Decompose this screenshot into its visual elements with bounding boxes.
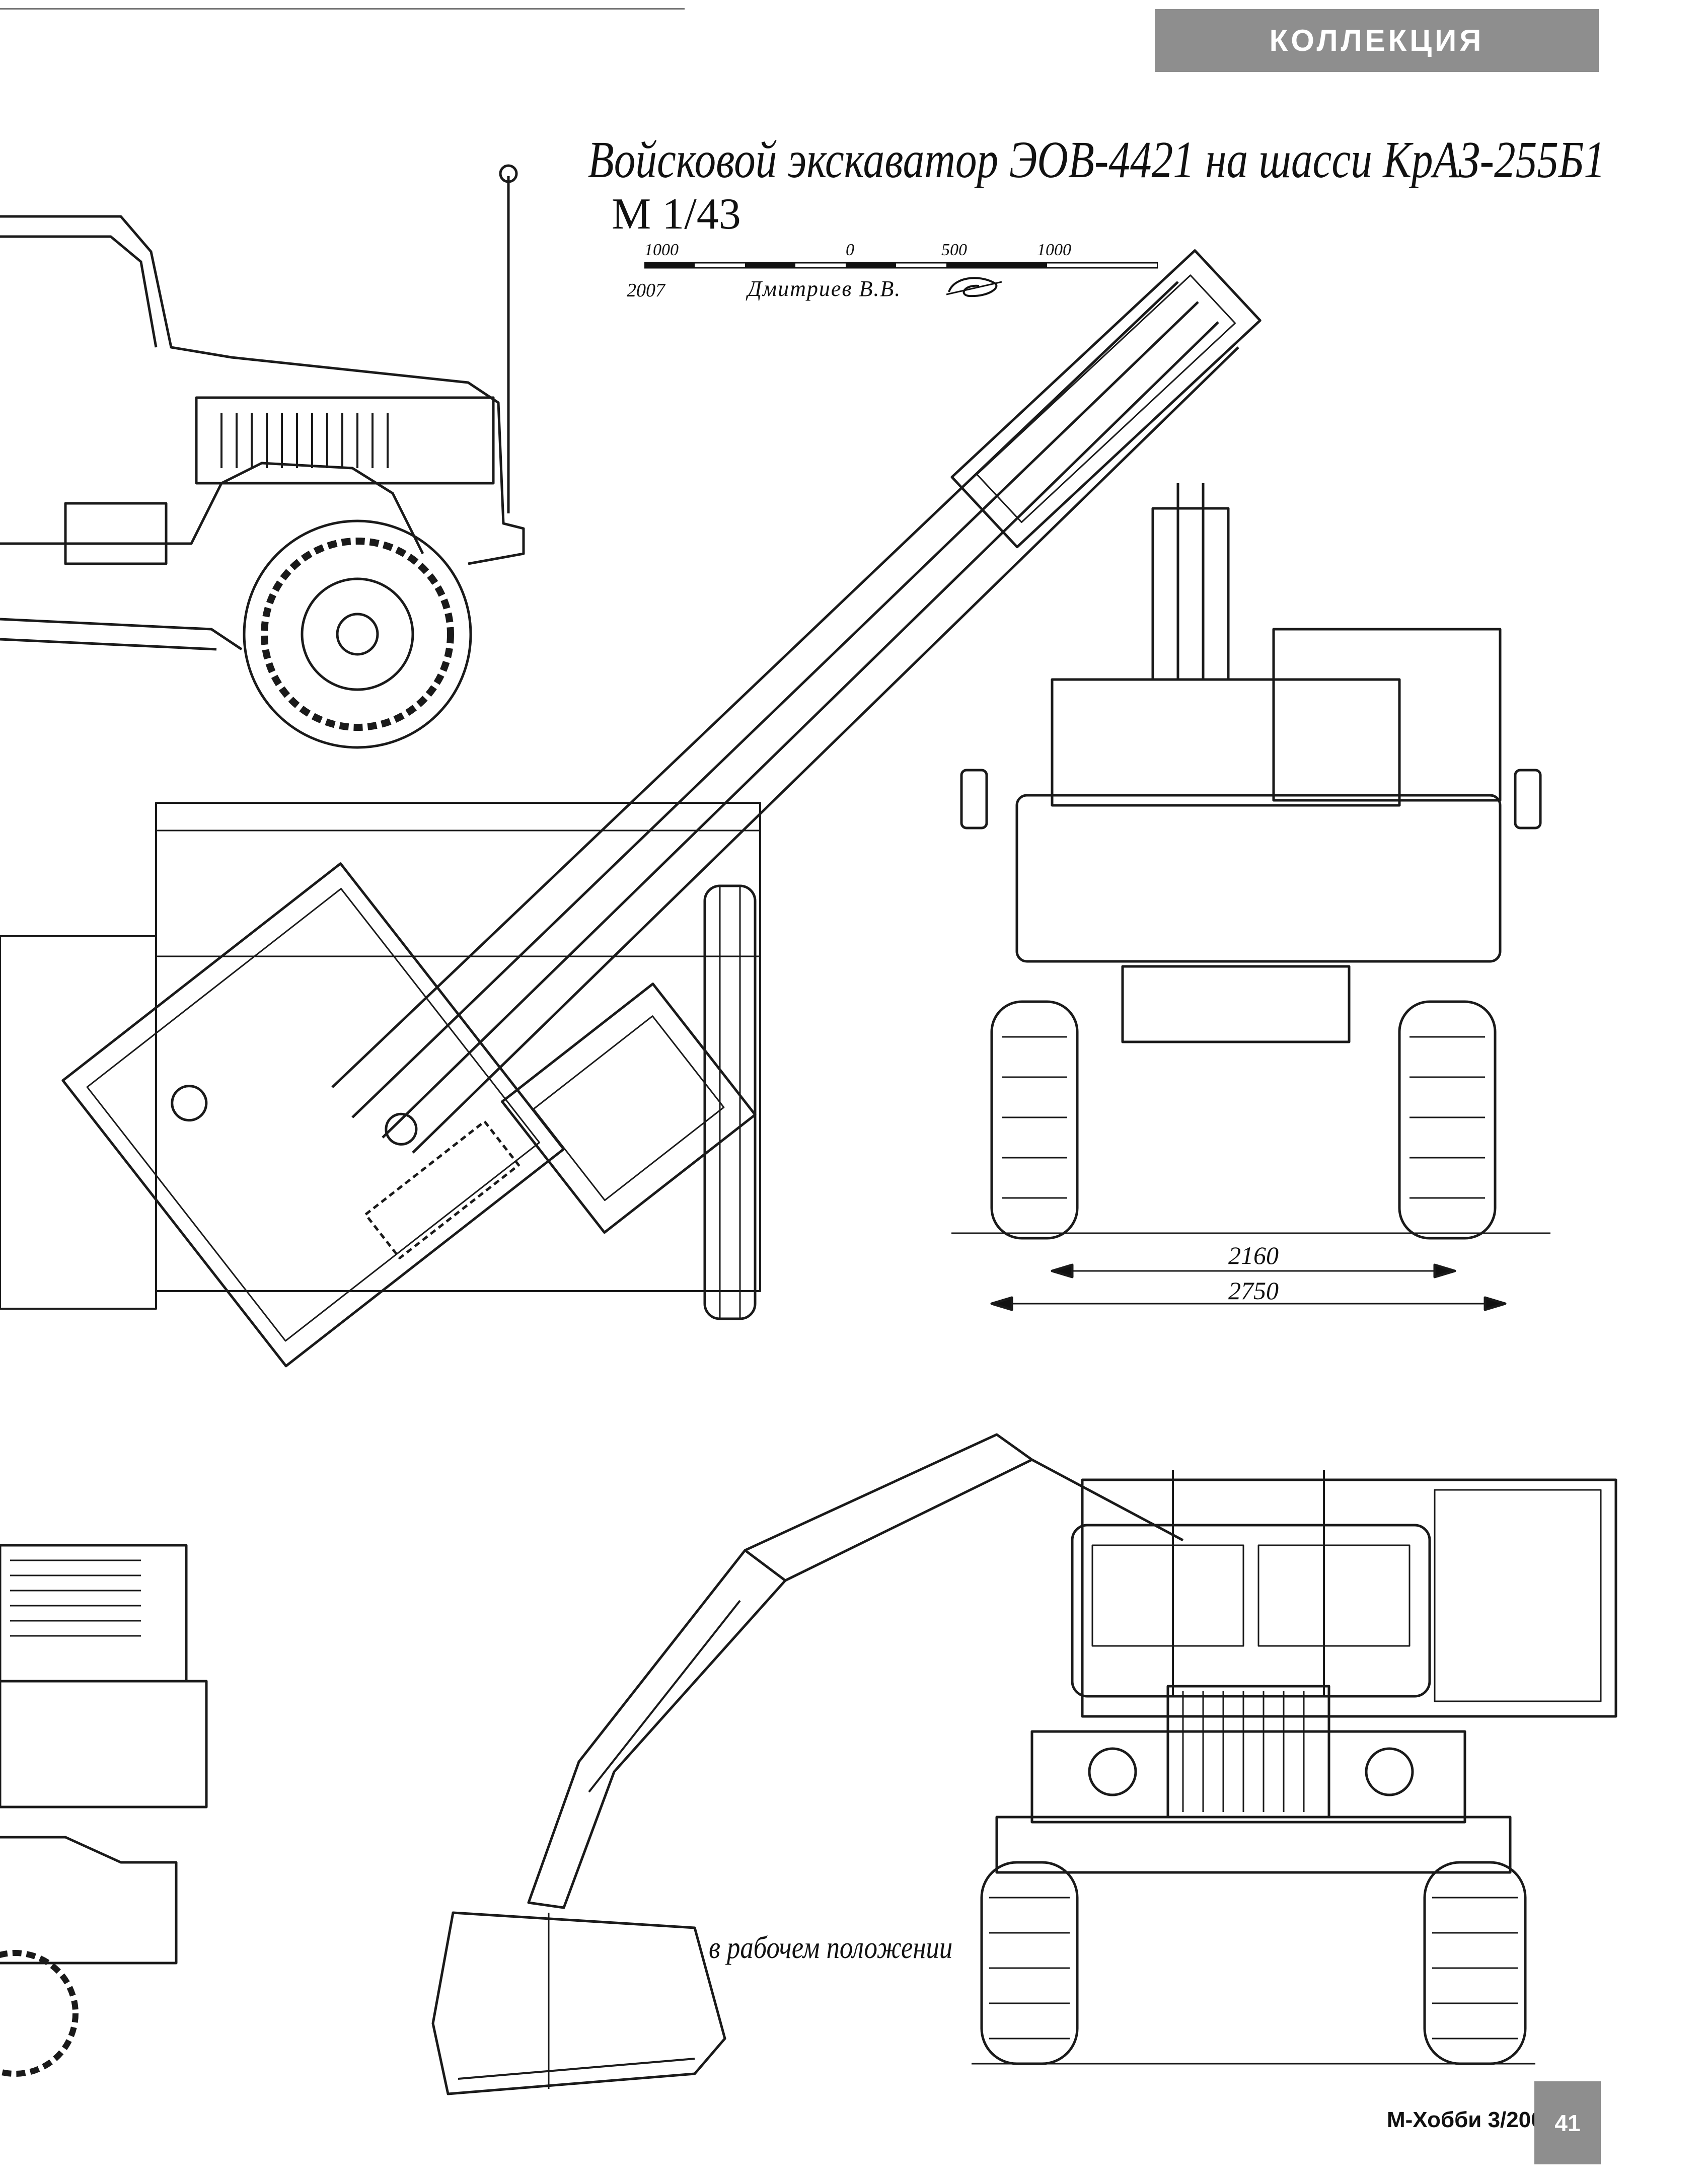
section-label: КОЛЛЕКЦИЯ xyxy=(1269,24,1485,57)
scale-ruler xyxy=(644,262,1158,269)
dimension-track: 2160 xyxy=(1228,1241,1279,1269)
section-tab: КОЛЛЕКЦИЯ xyxy=(1155,9,1599,72)
drawing-year: 2007 xyxy=(627,280,665,301)
scale-tick-right: 1000 xyxy=(1037,241,1071,259)
signature-icon xyxy=(946,277,1002,297)
page-title: Войсковой экскаватор ЭОВ-4421 на шасси К… xyxy=(587,131,1605,189)
scale-label: М 1/43 xyxy=(612,190,741,239)
page-number-tab: 41 xyxy=(1534,2081,1601,2164)
side-view-cab xyxy=(0,164,525,749)
top-view-platform xyxy=(0,802,761,1368)
transport-boom xyxy=(331,249,1262,1154)
drawing-author: Дмитриев В.В. xyxy=(748,276,902,301)
working-view xyxy=(431,1433,1617,2095)
footer-magazine: М-Хобби 3/2008 xyxy=(1387,2107,1556,2132)
scale-tick-zero: 0 xyxy=(846,241,854,259)
working-position-caption: в рабочем положении xyxy=(709,1931,953,1965)
dimension-overall-width: 2750 xyxy=(1228,1276,1279,1305)
front-view-transport xyxy=(951,483,1550,1311)
rear-view-partial xyxy=(0,1544,208,2077)
scale-tick-left: 1000 xyxy=(644,241,679,259)
scale-tick-mid: 500 xyxy=(941,241,967,259)
top-rule xyxy=(0,8,685,10)
page-number: 41 xyxy=(1554,2110,1581,2136)
